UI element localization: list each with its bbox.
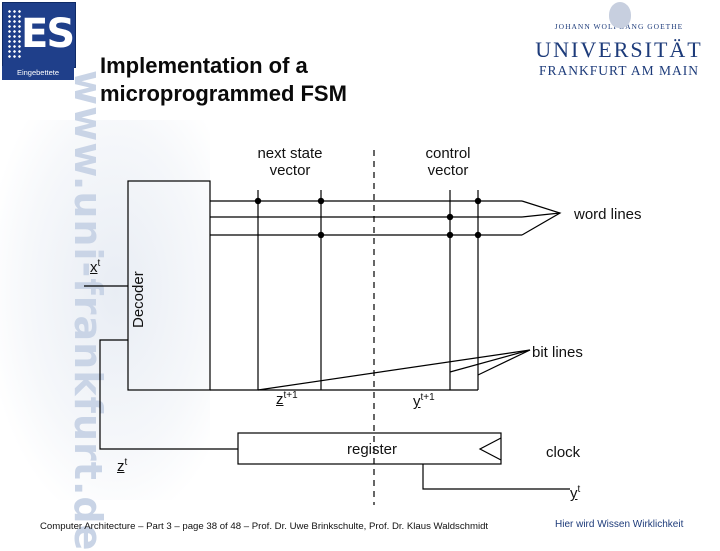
control-vector-label: control vector (425, 145, 471, 179)
register-label: register (347, 441, 398, 458)
title-line-2: microprogrammed FSM (100, 81, 347, 106)
clock-triangle (478, 437, 502, 461)
x-input-label: xt (90, 258, 101, 276)
y-output-label: yt (570, 484, 581, 502)
clock-label: clock (546, 444, 581, 461)
university-logo: JOHANN WOLFGANG GOETHE UNIVERSITÄT FRANK… (526, 2, 712, 79)
goethe-portrait-icon (609, 2, 631, 28)
es-logo: ES Eingebettete Systeme (2, 2, 76, 91)
bit-lines-label: bit lines (532, 344, 583, 361)
footer-citation: Computer Architecture – Part 3 – page 38… (40, 521, 489, 532)
bit-lines-arrow (257, 349, 531, 391)
decoder-label: Decoder (130, 271, 147, 328)
z-next-label: zt+1 (276, 390, 298, 408)
es-logo-subtitle: Eingebettete Systeme (2, 66, 74, 91)
y-output-line (422, 464, 570, 490)
y-next-label: yt+1 (413, 392, 435, 410)
background-portrait (0, 120, 210, 500)
university-name: UNIVERSITÄT (535, 37, 703, 62)
university-city: FRANKFURT AM MAIN (539, 63, 699, 78)
word-lines-arrow (521, 200, 562, 236)
next-state-vector-label: next state vector (257, 145, 323, 179)
es-logo-letters: ES (21, 11, 75, 57)
word-lines-label: word lines (574, 206, 642, 223)
dot-grid-icon (7, 9, 21, 59)
slide-title: Implementation of a microprogrammed FSM (100, 52, 440, 108)
footer-slogan: Hier wird Wissen Wirklichkeit (555, 519, 684, 530)
z-current-label: zt (117, 457, 128, 475)
feedback-line (99, 339, 238, 450)
es-logo-mark: ES (2, 2, 76, 68)
title-line-1: Implementation of a (100, 53, 308, 78)
